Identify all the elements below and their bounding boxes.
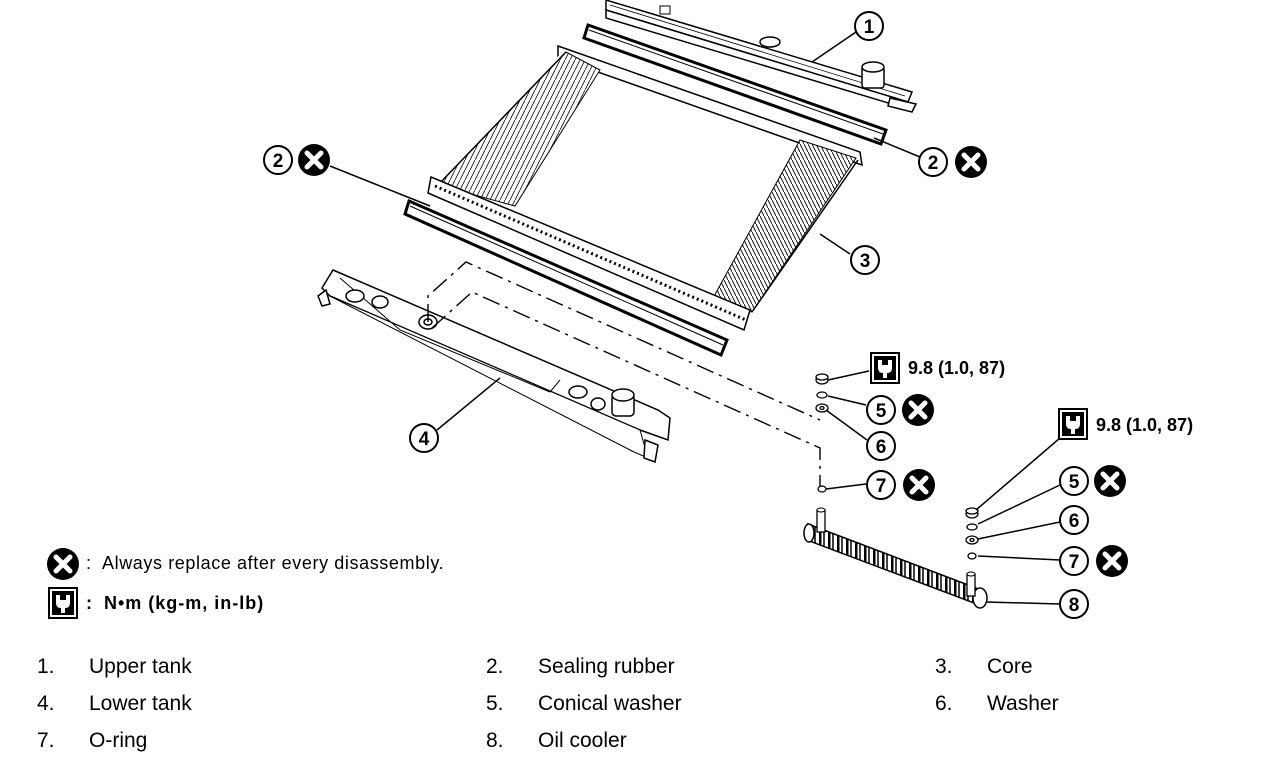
upper-fastener-stack [815,373,829,493]
sealing-rubber-lower [403,198,729,358]
torque-icon [1058,408,1088,440]
legend-replace-icon [47,548,79,580]
callout-7-lower: 7 [1059,546,1089,576]
upper-tank-part [605,0,918,113]
replace-icon [902,394,934,426]
svg-text:3: 3 [860,251,871,272]
exploded-view-diagram: 1 2 2 3 4 9.8 (1.0, 87) 5 6 7 9.8 (1.0, … [0,0,1193,619]
part-number: 3. [935,655,953,678]
svg-text:2: 2 [273,151,284,172]
svg-text:8: 8 [1069,595,1080,616]
callout-1: 1 [854,11,884,41]
torque-icon [870,352,900,384]
oil-cooler-part [803,507,988,609]
callout-7-upper: 7 [866,470,896,500]
part-number: 2. [486,655,504,678]
part-label: Sealing rubber [538,655,675,678]
callout-4: 4 [409,423,439,453]
replace-icon [1094,465,1126,497]
legend-torque-text: N•m (kg-m, in-lb) [104,593,264,613]
lower-tank-part [317,269,671,464]
svg-text:1: 1 [864,17,875,38]
legend-replace-text: Always replace after every disassembly. [102,553,444,573]
part-number: 8. [486,729,504,752]
replace-icon [955,146,987,178]
callout-5-lower: 5 [1059,466,1089,496]
part-number: 5. [486,692,504,715]
svg-text:4: 4 [419,429,430,450]
replace-icon [903,469,935,501]
svg-text:6: 6 [876,437,887,458]
callout-5-upper: 5 [866,395,896,425]
part-label: Washer [987,692,1059,715]
legend-torque-icon [48,587,78,619]
legend-torque-sep: : [86,593,93,613]
svg-text:5: 5 [1069,472,1080,493]
oil-cooler-lines [427,261,821,488]
part-number: 1. [37,655,55,678]
svg-text:5: 5 [876,401,887,422]
sealing-rubber-upper [582,23,888,146]
svg-text:2: 2 [928,153,939,174]
part-label: Conical washer [538,692,682,715]
replace-icon [1096,545,1128,577]
callout-6-upper: 6 [866,431,896,461]
svg-text:7: 7 [1069,552,1080,573]
part-number: 6. [935,692,953,715]
svg-text:7: 7 [876,476,887,497]
torque-spec-lower: 9.8 (1.0, 87) [1096,415,1193,435]
callout-6-lower: 6 [1059,505,1089,535]
lower-fastener-stack [965,507,979,560]
radiator-core-part [427,44,863,332]
callout-2-right: 2 [918,147,948,177]
part-number: 7. [37,729,55,752]
replace-icon [298,144,330,176]
callout-3: 3 [850,245,880,275]
callout-8: 8 [1059,589,1089,619]
part-number: 4. [37,692,55,715]
part-label: Oil cooler [538,729,627,752]
part-label: Upper tank [89,655,192,678]
part-label: O-ring [89,729,148,752]
part-label: Core [987,655,1033,678]
callout-2-left: 2 [263,145,293,175]
part-label: Lower tank [89,692,192,715]
svg-text:6: 6 [1069,511,1080,532]
legend-replace-sep: : [86,553,92,573]
torque-spec-upper: 9.8 (1.0, 87) [908,358,1005,378]
